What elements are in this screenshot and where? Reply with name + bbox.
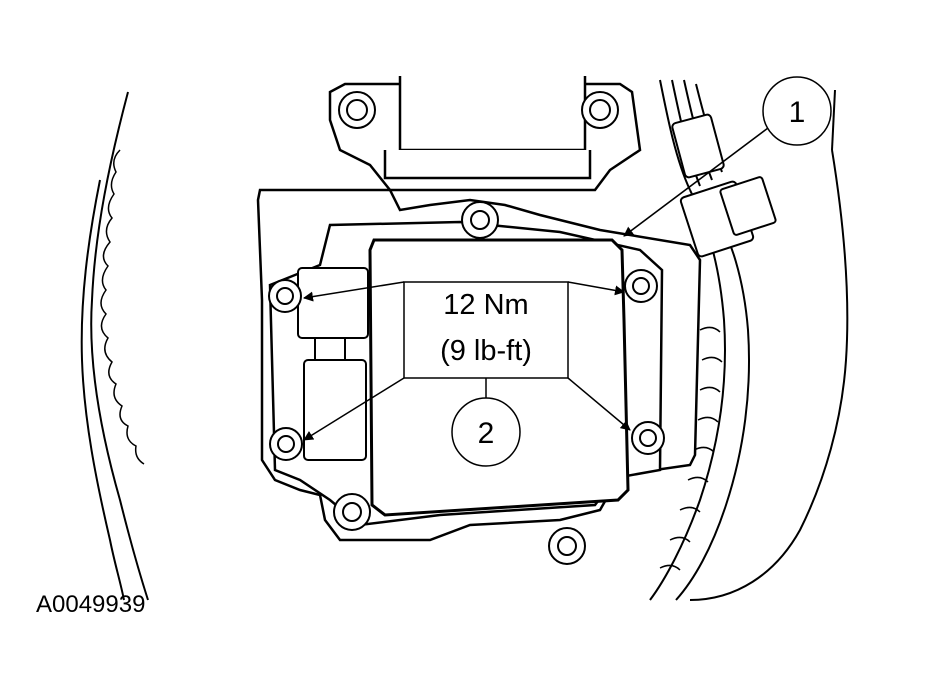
mounting-bolt-top-right [624,269,658,303]
callout-1-number: 1 [789,96,806,129]
upper-bracket [328,76,642,192]
leader-top-left [303,281,405,302]
callout-1-leader [623,127,769,237]
mounting-bolt-bottom-left [269,427,303,461]
callout-1-circle [762,76,832,146]
mounting-bolt-bottom-right [631,421,665,455]
left-body-panel [80,91,149,601]
bracket-bolt-left [338,91,376,129]
leader-top-right [567,281,625,296]
figure-id: A0049939 [36,591,145,618]
mounting-bolt-top-left [268,279,302,313]
plate-bolt-top [461,201,499,239]
leader-bottom-left [303,377,405,441]
callout-2-circle [451,397,521,467]
torque-metric: 12 Nm [443,289,528,321]
right-body-panel [689,89,849,601]
side-connector [297,267,369,461]
harness-connector [671,113,777,258]
leader-bottom-right [567,377,631,431]
torque-imperial: (9 lb-ft) [440,335,532,367]
bracket-bolt-right [581,91,619,129]
plate-bolt-bottom-right [548,527,586,565]
torque-leader-arrows [303,281,631,441]
torque-label-box [403,281,569,379]
plate-bolt-bottom-left [333,493,371,531]
callout-2-number: 2 [478,417,495,450]
